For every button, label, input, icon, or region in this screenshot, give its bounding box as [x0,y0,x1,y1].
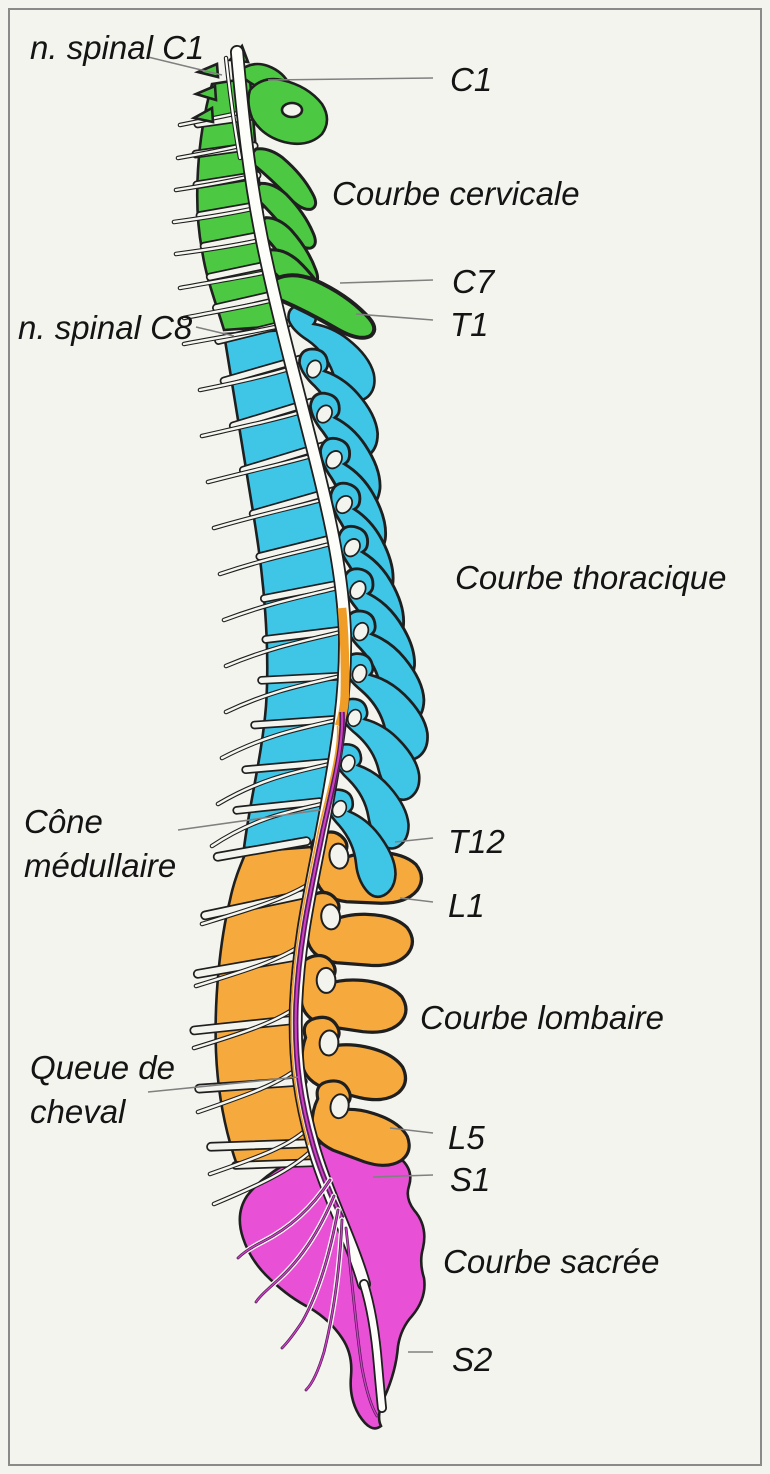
cauda-thread [255,1195,335,1303]
leader-t1 [355,313,434,321]
cauda-equina-bundle [293,711,345,1219]
nerve-root-sheath [182,298,275,320]
leader-c7 [339,279,434,284]
cauda-strand [293,711,342,1219]
cauda-thread [345,1227,378,1417]
nerve-root-sheath [200,410,303,438]
label-l1: L1 [448,887,485,924]
label-l5: L5 [448,1119,485,1156]
leader-conus [177,809,321,831]
disc [212,836,312,862]
leader-l5 [389,1127,434,1134]
nerve-root-sheath [212,498,323,530]
leader-lines [147,56,434,1353]
label-lumbar-curve: Courbe lombaire [420,999,664,1036]
vertebral-artery-lumen [224,56,242,160]
cauda-thread [281,1209,339,1349]
nerve-root-sheath [216,762,332,806]
leader-nerve-c8 [195,326,235,337]
nerve-root-sheath [220,718,339,760]
nerve-root-sheath [208,1128,308,1176]
atlas-left-spike [193,62,220,79]
label-s1: S1 [450,1161,491,1198]
label-c1: C1 [450,61,493,98]
label-t1: T1 [450,306,489,343]
nerve-root-sheath [224,674,343,714]
label-thoracic-curve: Courbe thoracique [455,559,727,596]
leader-l1 [399,897,434,903]
label-cervical-curve: Courbe cervicale [332,175,580,212]
leader-c1 [267,77,434,81]
leader-nerve-c1 [147,56,223,76]
nerve-root-sheath [212,1150,312,1206]
label-sacral-curve: Courbe sacrée [443,1243,660,1280]
cauda-equina-fan [235,1177,379,1418]
cauda-strand-orange [290,725,339,1146]
nerve-root-sheath [198,366,294,392]
nerve-root-sheath [206,454,313,484]
nerve-root-sheath [182,324,282,346]
leader-t12 [394,837,434,843]
cauda-thread [305,1219,343,1391]
leader-s1 [372,1174,434,1178]
cauda-thread [237,1179,331,1259]
label-cauda: Queue de cheval [30,1049,175,1130]
label-conus: Cône médullaire [24,803,177,884]
nerve-root-sheath [178,270,269,290]
atlas-left-spike [192,84,218,102]
label-c7: C7 [452,263,495,300]
label-t12: T12 [448,823,505,860]
nerve-root-sheath [222,586,339,622]
spinal-cord [223,45,387,1418]
nerve-root-sheath [224,630,343,668]
label-s2: S2 [452,1341,493,1378]
cauda-strand [296,711,345,1219]
label-nerve-c8: n. spinal C8 [18,309,193,346]
nerve-root-sheath [174,238,263,256]
border-frame [8,8,762,1466]
atlas-left-spike [190,105,215,124]
nerve-root-sheath [218,542,332,576]
leader-cauda [147,1076,299,1093]
label-nerve-c1: n. spinal C1 [30,29,205,66]
axis-foramen [280,101,304,119]
cord-tail [360,1280,386,1412]
